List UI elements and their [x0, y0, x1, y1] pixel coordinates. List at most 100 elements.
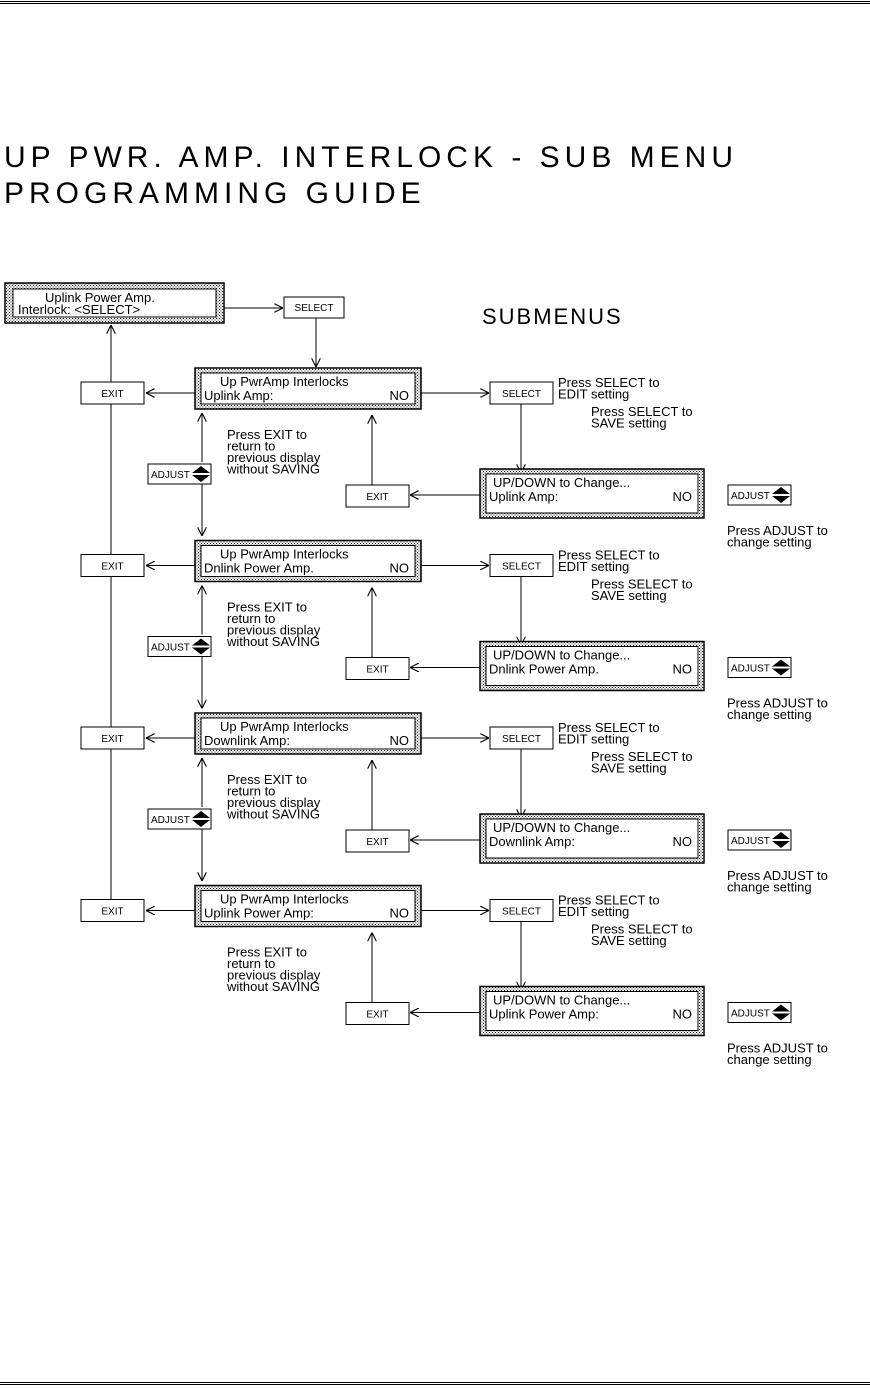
edit-display-1-line1: UP/DOWN to Change...: [493, 475, 630, 490]
exit-button-edit-1[interactable]: EXIT: [345, 484, 410, 508]
menu-display-2-line2: Dnlink Power Amp.: [204, 561, 314, 576]
menu-display-3-line2: Downlink Amp:: [204, 733, 290, 748]
exit-button-edit-3[interactable]: EXIT: [345, 829, 410, 853]
down-arrow-icon: [772, 841, 790, 848]
main-display-lcd: Uplink Power Amp. Interlock: <SELECT>: [4, 282, 225, 324]
edit-display-1: UP/DOWN to Change...Uplink Amp:NO: [479, 468, 705, 519]
main-select-button[interactable]: SELECT: [283, 296, 345, 319]
menu-display-1-line1: Up PwrAmp Interlocks: [220, 374, 349, 389]
up-arrow-icon: [192, 811, 210, 818]
top-rule: [0, 1, 870, 4]
edit-display-2: UP/DOWN to Change...Dnlink Power Amp.NO: [479, 640, 705, 692]
menu-display-4-line1: Up PwrAmp Interlocks: [220, 892, 349, 907]
down-arrow-icon: [192, 647, 210, 655]
exit-button-left-4[interactable]: EXIT: [80, 899, 145, 922]
select-button-2[interactable]: SELECT: [489, 554, 554, 577]
edit-display-4: UP/DOWN to Change...Uplink Power Amp: NO: [479, 985, 705, 1037]
select-button-3-label: SELECT: [502, 734, 541, 745]
down-arrow-icon: [772, 668, 790, 676]
down-arrow-icon: [772, 1013, 790, 1021]
exit-button-edit-4-label: EXIT: [366, 1010, 388, 1021]
bottom-rule: [0, 1382, 870, 1385]
adjust-button-right-2[interactable]: ADJUST: [727, 657, 792, 678]
up-arrow-icon: [772, 1004, 790, 1012]
adjust-button-right-4[interactable]: ADJUST: [727, 1002, 792, 1023]
edit-display-3-line2: Downlink Amp:: [489, 834, 575, 849]
adjust-button-left-2[interactable]: ADJUST: [147, 636, 212, 657]
select-button-4[interactable]: SELECT: [489, 899, 554, 922]
edit-display-4-line2: Uplink Power Amp:: [489, 1007, 599, 1022]
adjust-button-left-1-label: ADJUST: [151, 470, 190, 481]
down-arrow-icon: [772, 496, 790, 503]
edit-display-2-line2: Dnlink Power Amp.: [489, 662, 599, 677]
main-select-label: SELECT: [295, 303, 334, 314]
select-button-1[interactable]: SELECT: [489, 381, 554, 405]
down-arrow-icon: [192, 475, 210, 482]
up-arrow-icon: [772, 659, 790, 667]
exit-button-edit-4[interactable]: EXIT: [345, 1002, 410, 1025]
select-button-3[interactable]: SELECT: [489, 726, 554, 750]
exit-button-left-2[interactable]: EXIT: [80, 554, 145, 577]
adjust-button-right-2-label: ADJUST: [731, 664, 770, 675]
menu-display-1-value: NO: [390, 388, 410, 403]
menu-display-2-value: NO: [390, 561, 410, 576]
select-button-4-label: SELECT: [502, 907, 541, 918]
up-arrow-icon: [192, 638, 210, 646]
select-button-2-label: SELECT: [502, 562, 541, 573]
adjust-button-left-1[interactable]: ADJUST: [147, 463, 212, 485]
edit-display-4-value: NO: [673, 1007, 693, 1022]
edit-display-4-line1: UP/DOWN to Change...: [493, 993, 630, 1008]
exit-button-left-4-label: EXIT: [101, 907, 123, 918]
menu-display-4-value: NO: [390, 906, 410, 921]
exit-button-left-2-label: EXIT: [101, 562, 123, 573]
exit-button-edit-2[interactable]: EXIT: [345, 657, 410, 680]
edit-display-3: UP/DOWN to Change...Downlink Amp: NO: [479, 813, 705, 864]
adjust-button-right-1[interactable]: ADJUST: [727, 484, 792, 506]
adjust-button-right-3-label: ADJUST: [731, 836, 770, 847]
menu-display-2-line1: Up PwrAmp Interlocks: [220, 547, 349, 562]
edit-display-3-line1: UP/DOWN to Change...: [493, 820, 630, 835]
menu-display-4-line2: Uplink Power Amp:: [204, 906, 314, 921]
select-button-1-label: SELECT: [502, 389, 541, 400]
adjust-button-right-1-label: ADJUST: [731, 491, 770, 502]
up-arrow-icon: [772, 487, 790, 494]
adjust-button-left-3[interactable]: ADJUST: [147, 808, 212, 830]
main-display-line1: Uplink Power Amp.: [45, 290, 155, 305]
page-title-line2: PROGRAMMING GUIDE: [4, 177, 426, 210]
exit-button-left-3-label: EXIT: [101, 734, 123, 745]
down-arrow-icon: [192, 820, 210, 827]
adjust-button-left-2-label: ADJUST: [151, 643, 190, 654]
menu-display-1-line2: Uplink Amp:: [204, 388, 273, 403]
up-arrow-icon: [772, 832, 790, 839]
adjust-button-left-3-label: ADJUST: [151, 815, 190, 826]
main-display-line2: Interlock: <SELECT>: [18, 302, 140, 317]
exit-button-left-3[interactable]: EXIT: [80, 726, 145, 750]
exit-button-edit-1-label: EXIT: [366, 492, 388, 503]
exit-button-left-1-label: EXIT: [101, 389, 123, 400]
edit-display-2-line1: UP/DOWN to Change...: [493, 648, 630, 663]
adjust-button-right-3[interactable]: ADJUST: [727, 829, 792, 851]
menu-display-3-line1: Up PwrAmp Interlocks: [220, 719, 349, 734]
edit-display-3-value: NO: [673, 834, 693, 849]
exit-button-left-1[interactable]: EXIT: [80, 381, 145, 405]
menu-display-3-value: NO: [390, 733, 410, 748]
